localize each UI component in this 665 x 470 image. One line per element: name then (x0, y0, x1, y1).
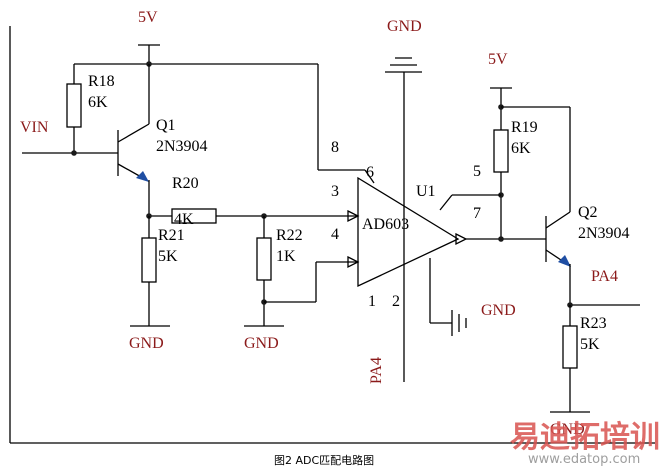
q1-transistor (117, 64, 150, 216)
r19-ref: R19 (511, 119, 538, 136)
q2-ref: Q2 (578, 204, 598, 221)
pin-1: 1 (368, 293, 376, 310)
gnd-r21-label: GND (129, 335, 164, 352)
u1-value: AD603 (362, 216, 409, 233)
pin-2: 2 (392, 293, 400, 310)
vcc-right-label: 5V (488, 51, 508, 68)
watermark-url: www.edatop.com (528, 452, 640, 467)
r18-resistor (66, 64, 82, 153)
q2-transistor (501, 106, 571, 305)
r23-ref: R23 (580, 315, 607, 332)
pin-4: 4 (331, 226, 339, 243)
q1-ref: Q1 (156, 117, 176, 134)
u1-ref: U1 (416, 183, 436, 200)
r21-value: 5K (158, 248, 178, 265)
gnd-top-label: GND (387, 18, 422, 35)
gnd-right-symbol (429, 258, 467, 336)
gnd-right-label: GND (481, 302, 516, 319)
r22-ref: R22 (276, 227, 303, 244)
r22-value: 1K (276, 248, 296, 265)
pa4-right-label: PA4 (591, 268, 618, 285)
r19-value: 6K (511, 140, 531, 157)
pin5-wire (439, 194, 501, 211)
pin-6: 6 (366, 164, 374, 181)
pin-3: 3 (331, 183, 339, 200)
top-rail-wire (74, 63, 375, 184)
r22-resistor (256, 216, 272, 326)
figure-caption: 图2 ADC匹配电路图 (274, 454, 374, 467)
vin-label: VIN (20, 119, 49, 136)
pin4-wire (264, 261, 357, 303)
r20-value: 4K (174, 211, 194, 228)
watermark-brand: 易迪拓培训 (510, 420, 660, 455)
r18-value: 6K (88, 94, 108, 111)
gnd-r22-label: GND (244, 335, 279, 352)
vcc-left-label: 5V (138, 9, 158, 26)
r23-resistor (550, 305, 590, 413)
pin-7: 7 (473, 205, 481, 222)
r20-resistor (149, 208, 357, 224)
junction-output (498, 236, 504, 242)
r18-ref: R18 (88, 73, 115, 90)
q2-value: 2N3904 (578, 225, 630, 242)
r20-ref: R20 (172, 175, 199, 192)
r19-resistor (493, 129, 509, 239)
gnd-r23-label: GND (550, 421, 585, 438)
r21-ref: R21 (158, 227, 185, 244)
gnd-top-symbol (385, 57, 422, 382)
pin-8: 8 (331, 139, 339, 156)
r23-value: 5K (580, 336, 600, 353)
u1-amplifier (347, 176, 546, 288)
r21-resistor (141, 216, 157, 326)
pa4-left-label: PA4 (368, 357, 385, 384)
junction-vin (71, 150, 77, 156)
vcc-left-symbol (138, 44, 160, 64)
q1-value: 2N3904 (156, 138, 208, 155)
pin-5: 5 (473, 163, 481, 180)
